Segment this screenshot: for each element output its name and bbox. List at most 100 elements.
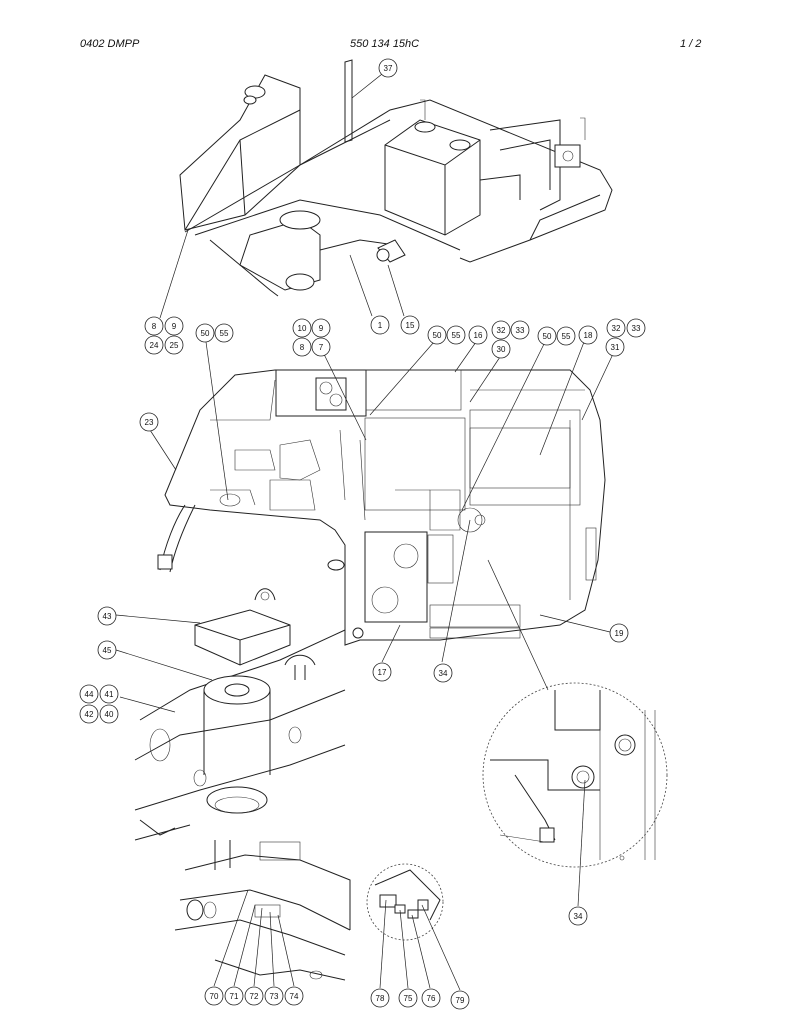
callout-label: 15 — [406, 321, 415, 330]
leader-lines — [115, 73, 614, 991]
callout-34a: 34 — [433, 663, 453, 683]
callout-label: 18 — [584, 331, 593, 340]
callout-label: 55 — [220, 329, 229, 338]
callout-label: 73 — [270, 992, 279, 1001]
callout-9a: 9 — [164, 316, 184, 336]
callout-label: 71 — [230, 992, 239, 1001]
callout-31: 31 — [605, 337, 625, 357]
callout-23: 23 — [139, 412, 159, 432]
callout-8a: 8 — [144, 316, 164, 336]
callout-37: 37 — [378, 58, 398, 78]
callout-42: 42 — [79, 704, 99, 724]
callout-label: 50 — [433, 331, 442, 340]
callout-label: 50 — [543, 332, 552, 341]
callout-7: 7 — [311, 337, 331, 357]
callout-label: 76 — [427, 994, 436, 1003]
top-isometric-view — [179, 59, 613, 297]
callout-label: 9 — [319, 324, 324, 333]
callout-17: 17 — [372, 662, 392, 682]
callout-72: 72 — [244, 986, 264, 1006]
callout-label: 33 — [632, 324, 641, 333]
callout-10: 10 — [292, 318, 312, 338]
callout-50a: 50 — [195, 323, 215, 343]
callout-label: 37 — [384, 64, 393, 73]
callout-label: 1 — [378, 321, 383, 330]
callout-73: 73 — [264, 986, 284, 1006]
callout-label: 50 — [201, 329, 210, 338]
callout-label: 72 — [250, 992, 259, 1001]
callout-label: 8 — [300, 343, 305, 352]
callout-label: 23 — [145, 418, 154, 427]
callout-label: 45 — [103, 646, 112, 655]
callout-32b: 32 — [606, 318, 626, 338]
zoom-detail-34 — [482, 682, 668, 868]
callout-label: 24 — [150, 341, 159, 350]
callout-71: 71 — [224, 986, 244, 1006]
callout-15: 15 — [400, 315, 420, 335]
callout-label: 31 — [611, 343, 620, 352]
callout-label: 25 — [170, 341, 179, 350]
callout-40: 40 — [99, 704, 119, 724]
callout-43: 43 — [97, 606, 117, 626]
callout-24: 24 — [144, 335, 164, 355]
callout-55c: 55 — [556, 326, 576, 346]
callout-78: 78 — [370, 988, 390, 1008]
callout-70: 70 — [204, 986, 224, 1006]
bottom-detail-view — [174, 840, 444, 981]
callout-label: 55 — [562, 332, 571, 341]
callout-label: 10 — [298, 324, 307, 333]
callout-79: 79 — [450, 990, 470, 1010]
callout-label: 44 — [85, 690, 94, 699]
callout-32a: 32 — [491, 320, 511, 340]
callout-75: 75 — [398, 988, 418, 1008]
callout-50c: 50 — [537, 326, 557, 346]
callout-19: 19 — [609, 623, 629, 643]
callout-16: 16 — [468, 325, 488, 345]
callout-label: 74 — [290, 992, 299, 1001]
callout-1: 1 — [370, 315, 390, 335]
callout-label: 78 — [376, 994, 385, 1003]
callout-label: 32 — [612, 324, 621, 333]
callout-18: 18 — [578, 325, 598, 345]
plan-view — [157, 369, 606, 646]
callout-50b: 50 — [427, 325, 447, 345]
callout-9b: 9 — [311, 318, 331, 338]
callout-label: 16 — [474, 331, 483, 340]
callout-label: 7 — [319, 343, 324, 352]
callout-label: 41 — [105, 690, 114, 699]
callout-label: 32 — [497, 326, 506, 335]
callout-25: 25 — [164, 335, 184, 355]
callout-label: 75 — [404, 994, 413, 1003]
callout-45: 45 — [97, 640, 117, 660]
callout-label: 30 — [497, 345, 506, 354]
callout-label: 70 — [210, 992, 219, 1001]
callout-74: 74 — [284, 986, 304, 1006]
callout-label: 17 — [378, 668, 387, 677]
header-page-number: 1 / 2 — [680, 38, 702, 50]
callout-55a: 55 — [214, 323, 234, 343]
callout-label: 33 — [516, 326, 525, 335]
callout-label: 79 — [456, 996, 465, 1005]
callout-label: 34 — [439, 669, 448, 678]
callout-label: 8 — [152, 322, 157, 331]
callout-33b: 33 — [626, 318, 646, 338]
callout-34b: 34 — [568, 906, 588, 926]
header-left-code: 0402 DMPP — [80, 38, 140, 50]
callout-label: 19 — [615, 629, 624, 638]
callout-label: 34 — [574, 912, 583, 921]
callout-8b: 8 — [292, 337, 312, 357]
axle-detail-view — [134, 588, 346, 841]
callout-44: 44 — [79, 684, 99, 704]
callout-76: 76 — [421, 988, 441, 1008]
header-drawing-number: 550 134 15hC — [350, 38, 420, 50]
callout-label: 43 — [103, 612, 112, 621]
callout-bubbles: 37 8 9 24 25 1 15 50 55 10 9 8 7 50 55 16 32 33 30 50 55 18 32… — [79, 58, 646, 1010]
callout-41: 41 — [99, 684, 119, 704]
callout-label: 55 — [452, 331, 461, 340]
callout-label: 9 — [172, 322, 177, 331]
callout-label: 40 — [105, 710, 114, 719]
callout-label: 42 — [85, 710, 94, 719]
callout-55b: 55 — [446, 325, 466, 345]
callout-30: 30 — [491, 339, 511, 359]
